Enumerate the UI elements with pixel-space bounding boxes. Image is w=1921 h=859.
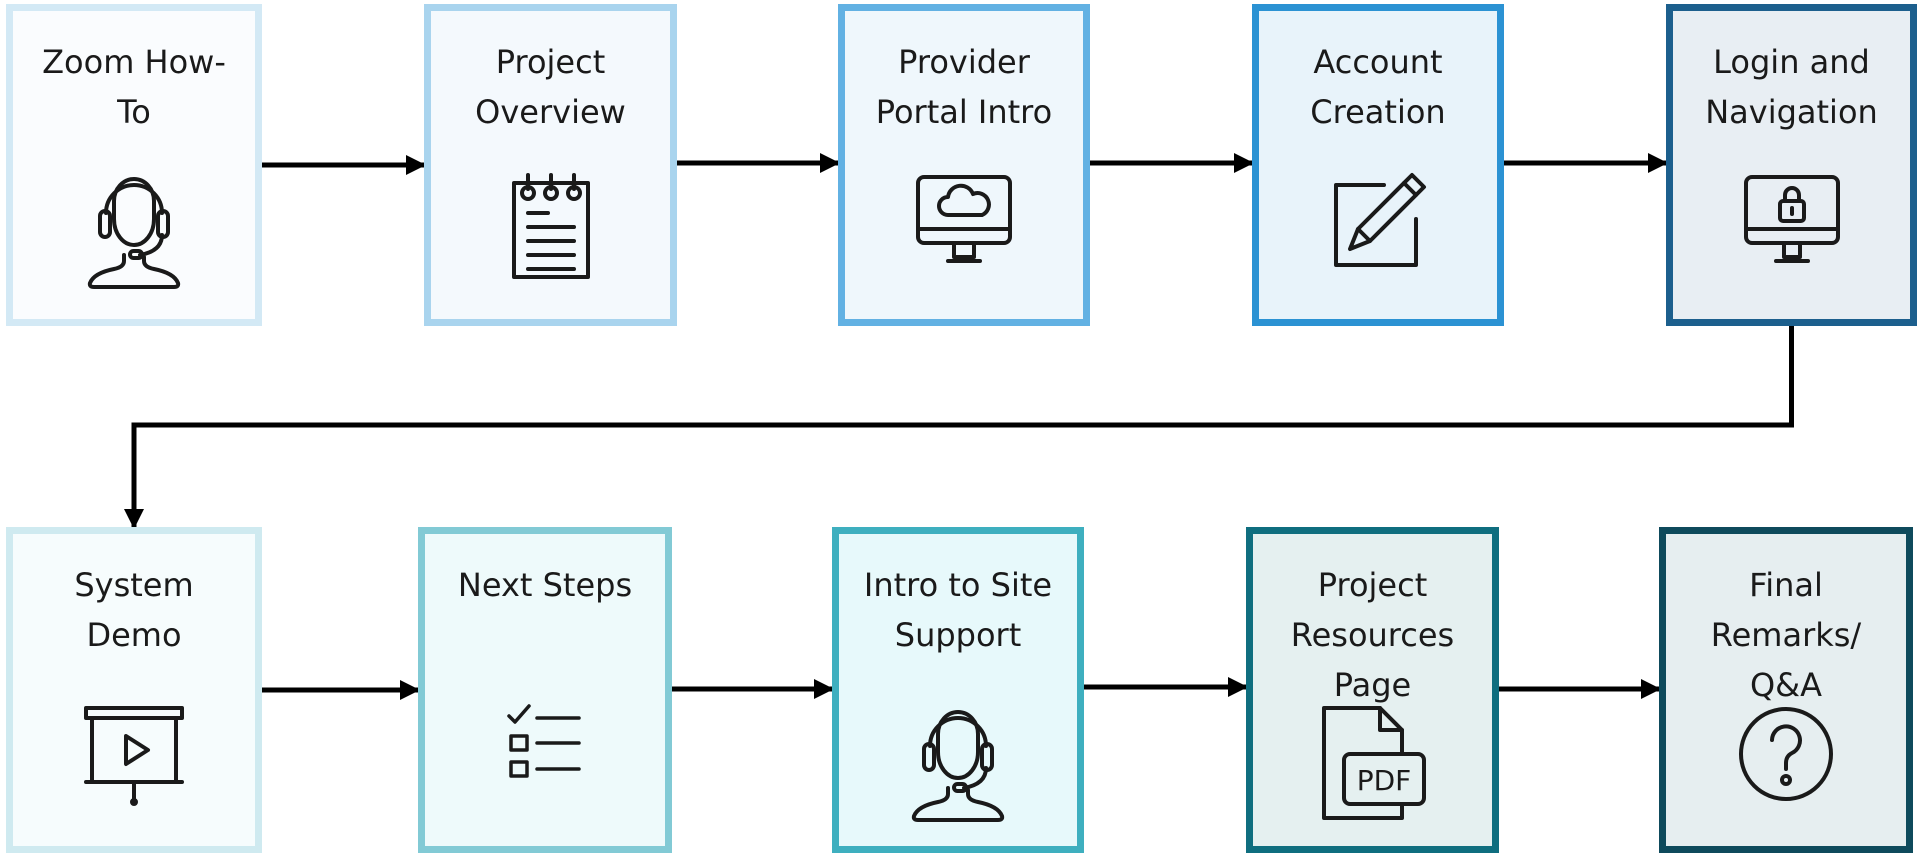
presentation-board-icon	[84, 704, 184, 814]
step-label: Intro to Site Support	[863, 566, 1053, 654]
step-zoom-how-to: Zoom How- To	[6, 4, 262, 326]
step-project-resources-page: Project Resources Page PDF	[1246, 527, 1499, 853]
step-label: Final Remarks/ Q&A	[1710, 566, 1862, 704]
step-project-overview: Project Overview	[424, 4, 677, 326]
cloud-monitor-icon	[914, 171, 1014, 271]
arrow-row-connector	[124, 326, 1794, 529]
step-account-creation: Account Creation	[1252, 4, 1504, 326]
step-label: Project Overview	[475, 43, 626, 131]
step-intro-to-site-support: Intro to Site Support	[832, 527, 1084, 853]
svg-text:PDF: PDF	[1356, 764, 1411, 797]
step-login-and-navigation: Login and Navigation	[1666, 4, 1917, 326]
step-label: Login and Navigation	[1705, 43, 1878, 131]
step-next-steps: Next Steps	[418, 527, 672, 853]
step-provider-portal-intro: Provider Portal Intro	[838, 4, 1090, 326]
step-system-demo: System Demo	[6, 527, 262, 853]
lock-monitor-icon	[1742, 171, 1842, 271]
step-label: System Demo	[74, 566, 194, 654]
headset-user-icon	[908, 704, 1008, 824]
checklist-icon	[505, 704, 585, 784]
step-label: Account Creation	[1310, 43, 1446, 131]
notepad-icon	[506, 171, 596, 281]
headset-user-icon	[84, 171, 184, 291]
step-final-remarks-qa: Final Remarks/ Q&A	[1659, 527, 1913, 853]
step-label: Provider Portal Intro	[875, 43, 1053, 131]
step-label: Next Steps	[457, 566, 633, 604]
step-label: Project Resources Page	[1290, 566, 1455, 704]
step-label: Zoom How- To	[42, 43, 226, 131]
question-circle-icon	[1736, 704, 1836, 804]
pencil-edit-icon	[1328, 171, 1428, 271]
pdf-file-icon: PDF	[1318, 704, 1428, 824]
